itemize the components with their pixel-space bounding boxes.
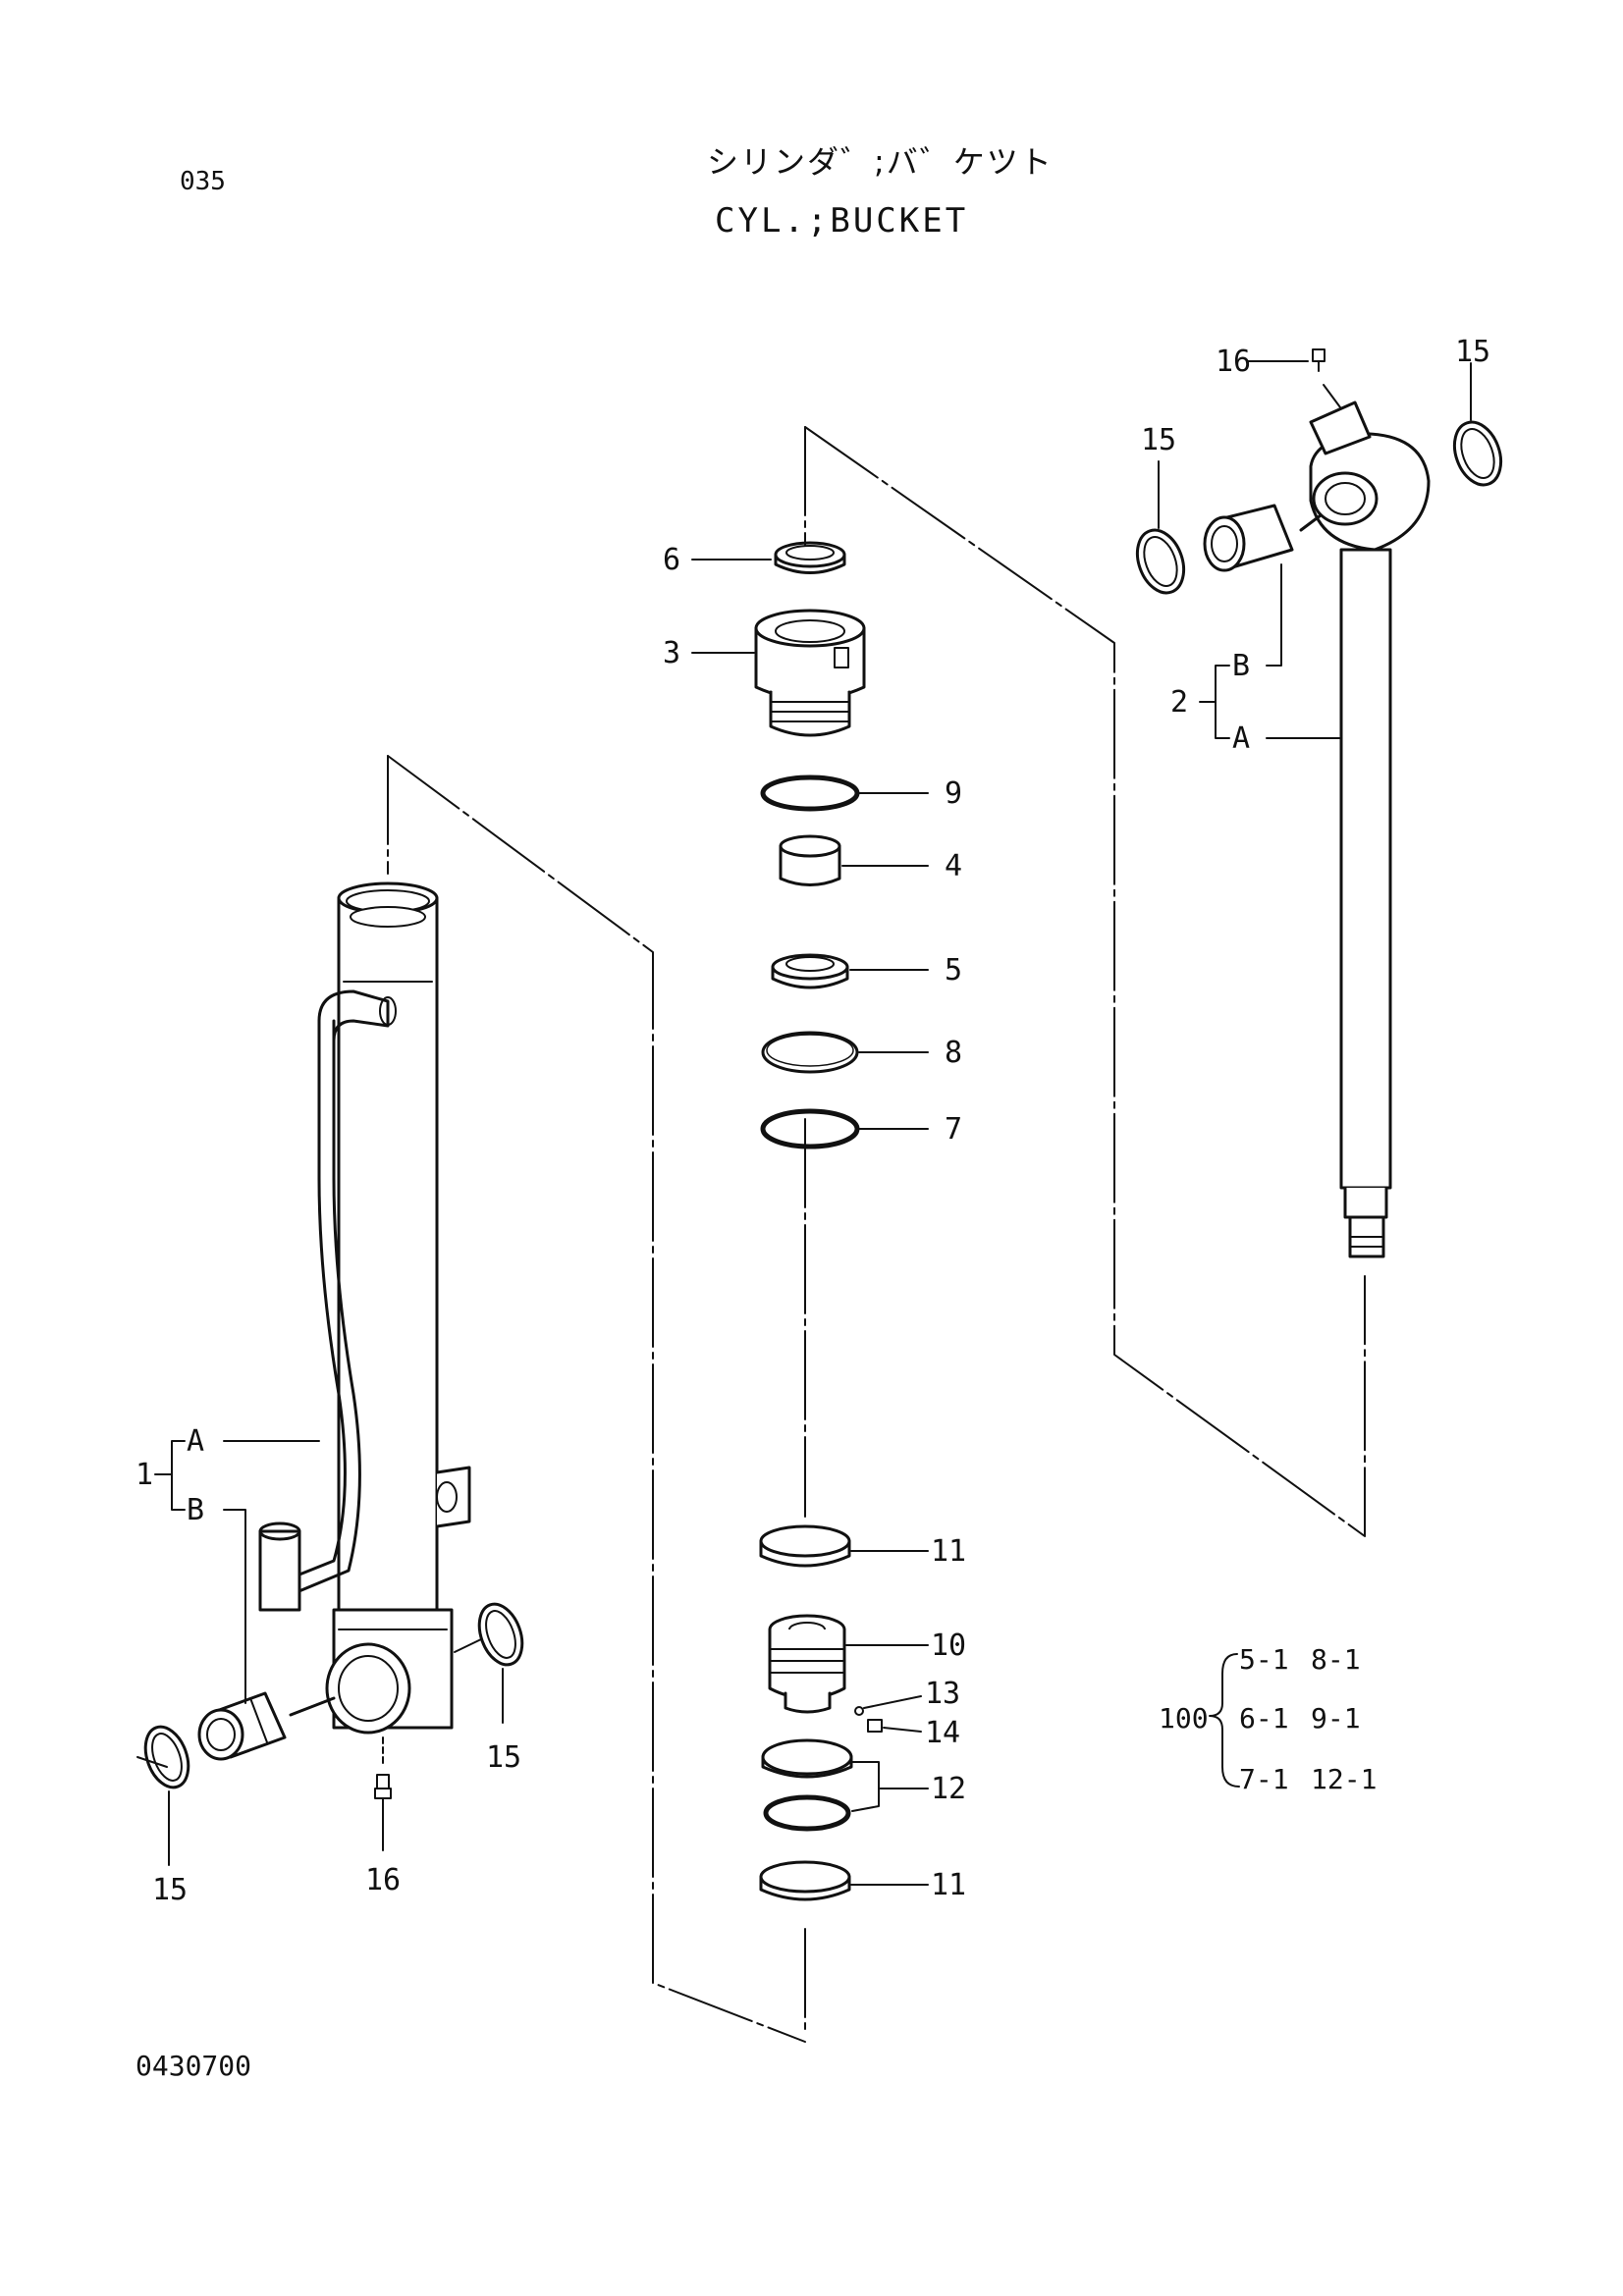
dust-seal-right-left [1135, 528, 1186, 595]
piston-10 [768, 1614, 846, 1714]
buffer-ring-5 [771, 953, 849, 989]
o-ring-12 [763, 1794, 851, 1832]
callout-15-left-lower: 15 [152, 1873, 188, 1907]
seal-kit-100: 100 5-1 8-1 6-1 9-1 7-1 12-1 [1159, 1643, 1377, 1795]
slide-ring-12 [761, 1738, 853, 1776]
kit-item-5-1: 5-1 [1239, 1643, 1289, 1676]
o-ring-9 [760, 774, 860, 812]
callout-2: 2 [1170, 685, 1188, 720]
leader-lines [154, 360, 1472, 1886]
steel-ball-13 [854, 1706, 864, 1716]
callout-1: 1 [135, 1458, 153, 1492]
assembly-guide-lines [387, 426, 1366, 2043]
bushing-4 [779, 834, 841, 886]
callout-5: 5 [945, 953, 962, 988]
callout-6: 6 [663, 543, 680, 577]
dust-seal-6 [774, 541, 846, 574]
callout-15-left-upper: 15 [486, 1740, 521, 1775]
callout-1b: B [187, 1493, 204, 1527]
rod-eye [1309, 400, 1431, 552]
title-english: CYL.;BUCKET [715, 201, 969, 240]
wear-ring-11-upper [759, 1524, 851, 1568]
callout-15-right-left: 15 [1141, 423, 1176, 457]
title-japanese: シリンダ゛;バ゛ケツト [707, 143, 1054, 181]
callout-2b: B [1232, 649, 1250, 683]
callout-8: 8 [945, 1036, 962, 1070]
u-ring-7 [760, 1108, 860, 1149]
callout-14: 14 [925, 1716, 960, 1750]
cylinder-tube [325, 881, 471, 1735]
callout-13: 13 [925, 1677, 960, 1711]
kit-item-12-1: 12-1 [1311, 1763, 1377, 1795]
backup-ring-8 [761, 1031, 859, 1074]
callout-11-upper: 11 [931, 1534, 966, 1569]
drawing-number: 0430700 [135, 2050, 252, 2082]
piston-rod [1339, 548, 1392, 1258]
callout-2a: A [1232, 721, 1250, 756]
grease-fitting-right [1312, 348, 1341, 408]
callout-1a: A [187, 1424, 204, 1459]
callout-16-right: 16 [1216, 345, 1251, 379]
grease-fitting-left [374, 1736, 392, 1846]
callout-15-right-right: 15 [1455, 335, 1490, 369]
kit-item-8-1: 8-1 [1311, 1643, 1361, 1676]
rod-cover-3 [754, 609, 866, 737]
dust-seal-right-right [1452, 420, 1503, 487]
callout-12: 12 [931, 1772, 966, 1806]
kit-item-9-1: 9-1 [1311, 1702, 1361, 1735]
callout-16-left: 16 [365, 1863, 401, 1897]
hydraulic-pipe [258, 989, 397, 1612]
callout-3: 3 [663, 636, 680, 670]
set-screw-14 [867, 1719, 883, 1733]
bushing-1b [197, 1691, 336, 1761]
dust-seal-left-upper [477, 1602, 524, 1667]
dust-seal-left-lower [143, 1725, 190, 1789]
callout-11-lower: 11 [931, 1868, 966, 1902]
callout-9: 9 [945, 776, 962, 811]
wear-ring-11-lower [759, 1860, 851, 1901]
callout-4: 4 [945, 849, 962, 883]
callout-7: 7 [945, 1112, 962, 1147]
kit-item-6-1: 6-1 [1239, 1702, 1289, 1735]
kit-label: 100 [1159, 1702, 1209, 1735]
kit-item-7-1: 7-1 [1239, 1763, 1289, 1795]
callout-10: 10 [931, 1629, 966, 1663]
page-number: 035 [180, 167, 226, 196]
bushing-2b [1203, 504, 1323, 572]
